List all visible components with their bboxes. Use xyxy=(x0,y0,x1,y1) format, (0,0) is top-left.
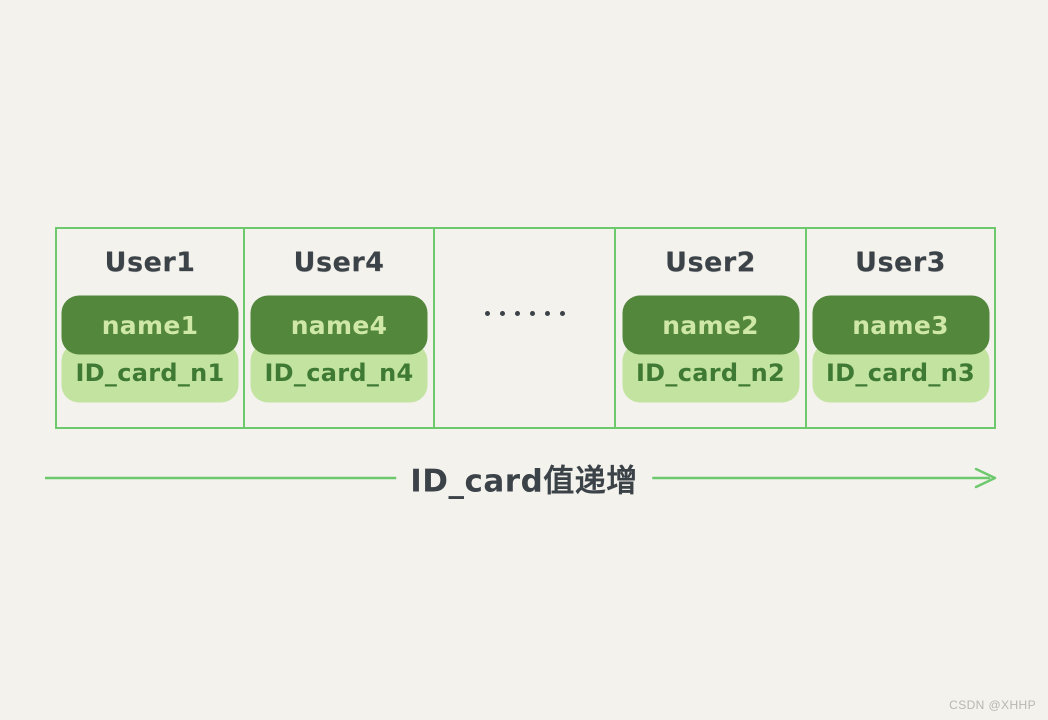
dot-icon xyxy=(559,311,565,316)
id-card-pill: ID_card_n2 xyxy=(623,345,798,401)
table-cell-user1: User1 name1 ID_card_n1 xyxy=(57,229,245,427)
ellipsis-dots-icon xyxy=(484,311,565,316)
watermark: CSDN @XHHP xyxy=(949,698,1036,712)
user-label: User4 xyxy=(293,247,385,278)
name-pill: name4 xyxy=(252,297,426,353)
pill-stack: name4 ID_card_n4 xyxy=(252,297,426,401)
index-table: User1 name1 ID_card_n1 User4 name4 ID_ca… xyxy=(55,227,996,429)
arrow-caption: ID_card值递增 xyxy=(396,455,652,501)
user-label: User2 xyxy=(665,247,756,278)
name-pill: name1 xyxy=(63,297,237,353)
table-cell-user2: User2 name2 ID_card_n2 xyxy=(616,229,807,427)
dot-icon xyxy=(514,311,520,316)
id-card-pill: ID_card_n4 xyxy=(252,345,426,401)
table-cell-user3: User3 name3 ID_card_n3 xyxy=(807,229,994,427)
id-card-pill: ID_card_n1 xyxy=(63,345,237,401)
table-cell-user4: User4 name4 ID_card_n4 xyxy=(245,229,435,427)
table-cell-ellipsis xyxy=(435,229,616,427)
pill-stack: name1 ID_card_n1 xyxy=(63,297,237,401)
increasing-order-arrow: ID_card值递增 xyxy=(45,455,1003,503)
dot-icon xyxy=(499,311,505,316)
user-label: User3 xyxy=(855,247,946,278)
name-pill: name2 xyxy=(623,297,798,353)
id-card-pill: ID_card_n3 xyxy=(813,345,988,401)
dot-icon xyxy=(529,311,535,316)
dot-icon xyxy=(484,311,490,316)
pill-stack: name3 ID_card_n3 xyxy=(813,297,988,401)
name-pill: name3 xyxy=(813,297,988,353)
pill-stack: name2 ID_card_n2 xyxy=(623,297,798,401)
dot-icon xyxy=(544,311,550,316)
user-label: User1 xyxy=(104,247,196,278)
